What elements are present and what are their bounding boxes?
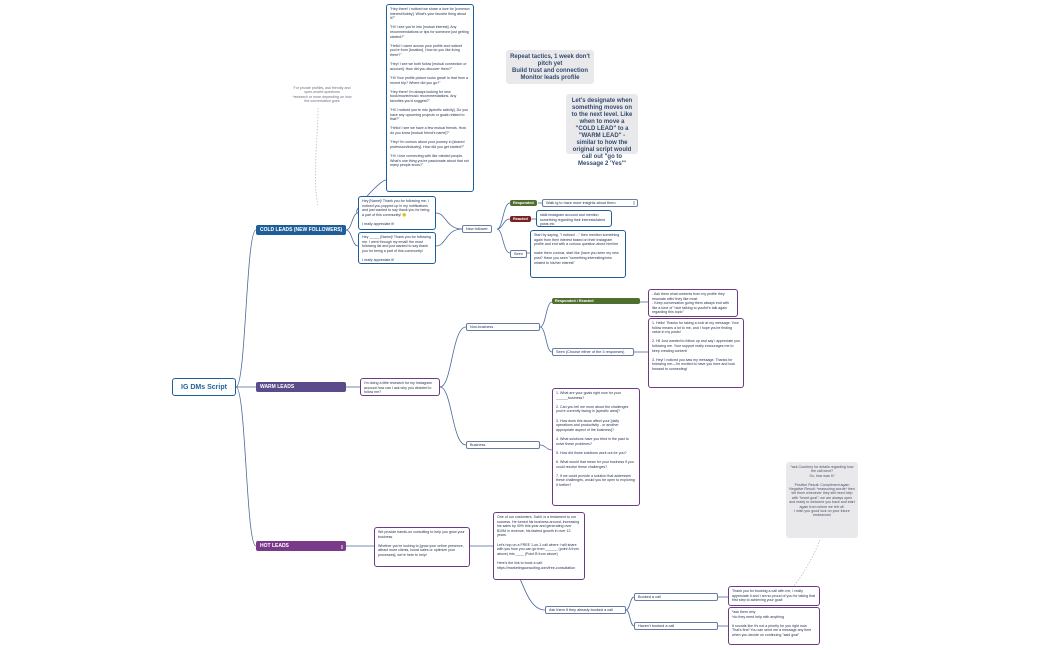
business-node[interactable]: Business xyxy=(466,441,540,450)
ask-booked-node[interactable]: Ask them if they already booked a call xyxy=(545,606,626,615)
new-follower-node[interactable]: New follower xyxy=(462,225,492,234)
note-link-private xyxy=(314,107,319,206)
reacted-text[interactable]: stalk instagram account and mention some… xyxy=(536,210,612,227)
warm-seen-text[interactable]: 1. Hello! Thanks for taking a look at my… xyxy=(648,318,744,388)
note-icon: ▯ xyxy=(632,201,635,205)
note-icon: ▯ xyxy=(340,543,343,549)
responded-text[interactable]: Walk ig to have more insights about them… xyxy=(542,199,638,208)
booked-call-node[interactable]: Booked a call xyxy=(634,593,718,602)
booked-call-text[interactable]: Thank you for booking a call with me, I … xyxy=(728,586,820,606)
cold-message-1[interactable]: Hey [Name]! Thank you for following me, … xyxy=(358,196,436,230)
hot-message[interactable]: We provide hands-on consulting to help y… xyxy=(374,527,470,567)
root-node[interactable]: IG DMs Script xyxy=(172,378,236,396)
not-booked-node[interactable]: Haven't booked a call xyxy=(634,622,718,631)
reacted-badge[interactable]: Reacted xyxy=(510,216,531,222)
responded-text-label: Walk ig to have more insights about them xyxy=(546,201,616,205)
warm-leads-node[interactable]: WARM LEADS xyxy=(256,382,346,392)
icebreaker-messages[interactable]: "Hey there! I noticed we share a love fo… xyxy=(386,4,474,192)
note-link-courtney xyxy=(789,539,821,591)
responded-reacted-text[interactable]: - Ask them what contents from my profile… xyxy=(648,289,738,317)
warm-message[interactable]: I'm doing a little research for my Insta… xyxy=(360,378,440,396)
seen-node[interactable]: Seen xyxy=(510,250,527,259)
cold-message-2[interactable]: Hey _____ [Name]! Thank you for followin… xyxy=(358,232,436,264)
business-questions[interactable]: 1. What are your goals right now for you… xyxy=(552,388,640,506)
seen-text[interactable]: Start by saying, "I noticed ..." then me… xyxy=(530,230,626,278)
cold-leads-node[interactable]: COLD LEADS (NEW FOLLOWERS) xyxy=(256,225,346,235)
non-business-node[interactable]: Non-business xyxy=(466,323,540,332)
testimonial-message[interactable]: One of our customers, Sahil, is a testam… xyxy=(493,512,585,580)
private-profile-note: For private profiles, ask friendly and o… xyxy=(292,86,352,104)
not-booked-text[interactable]: *ask them why *do they need help with an… xyxy=(728,607,820,645)
responded-reacted-badge[interactable]: Responded / Reacted xyxy=(552,298,640,304)
courtney-note: *ask Courtney for details regarding how … xyxy=(786,462,858,538)
link-root-hot xyxy=(235,386,257,547)
hot-leads-label: HOT LEADS xyxy=(260,543,289,549)
warm-seen-node[interactable]: Seen (Choose either of the 3 responses) xyxy=(552,348,634,357)
hot-leads-node[interactable]: HOT LEADS ▯ xyxy=(256,541,346,551)
designate-note: Let's designate when something moves on … xyxy=(566,94,638,167)
link-root-cold xyxy=(235,229,257,388)
responded-badge[interactable]: Responded xyxy=(510,200,537,206)
repeat-tactics-note: Repeat tactics, 1 week don't pitch yet B… xyxy=(506,50,594,84)
